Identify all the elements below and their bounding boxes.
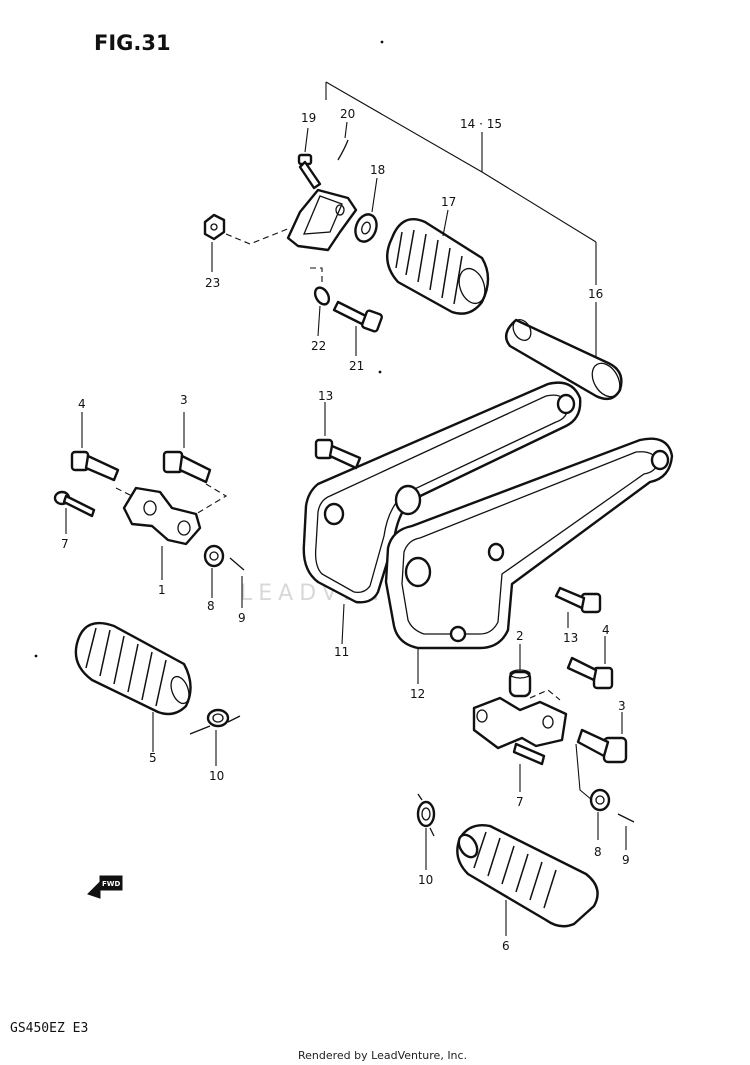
callout-labels: 19 20 14 · 15 18 17 23 16 22 21 4 3 13 7… <box>61 107 630 953</box>
nut-23 <box>203 213 291 272</box>
callout-23: 23 <box>205 276 220 290</box>
callout-1: 1 <box>158 583 166 597</box>
bushing-2 <box>508 644 532 698</box>
callout-19: 19 <box>301 111 316 125</box>
callout-20: 20 <box>340 107 355 121</box>
cotter-pin-9-right <box>617 813 635 850</box>
callout-13-upper: 13 <box>318 389 333 403</box>
figure-title: FIG.31 <box>94 31 171 55</box>
speck <box>378 370 382 374</box>
bolt-4-left <box>70 412 120 482</box>
footpeg-rubber-5 <box>74 621 192 752</box>
fwd-label: FWD <box>102 880 121 888</box>
bolt-13-upper <box>314 402 362 470</box>
callout-2: 2 <box>516 629 524 643</box>
render-credit: Rendered by LeadVenture, Inc. <box>298 1049 467 1062</box>
bolt-21 <box>332 300 383 356</box>
callout-14-15: 14 · 15 <box>460 117 502 131</box>
cotter-pin-9-left <box>229 557 245 608</box>
callout-7-left: 7 <box>61 537 69 551</box>
footpeg-bracket-1 <box>115 486 202 580</box>
callout-12: 12 <box>410 687 425 701</box>
callout-22: 22 <box>311 339 326 353</box>
callout-10-left: 10 <box>209 769 224 783</box>
pin-7-left <box>53 490 96 534</box>
spring-10-right <box>416 793 436 870</box>
callout-8-right: 8 <box>594 845 602 859</box>
spring-10-left <box>189 708 241 766</box>
washer-8-right <box>575 743 611 840</box>
callout-13-lower: 13 <box>563 631 578 645</box>
cotter-pin-20 <box>337 121 349 161</box>
callout-3-right: 3 <box>618 699 626 713</box>
callout-9-right: 9 <box>622 853 630 867</box>
callout-10-right: 10 <box>418 873 433 887</box>
callout-16: 16 <box>588 287 603 301</box>
callout-4-left: 4 <box>78 397 86 411</box>
footpeg-rubber-6 <box>456 824 599 936</box>
callout-21: 21 <box>349 359 364 373</box>
callout-7-right: 7 <box>516 795 524 809</box>
callout-4-right: 4 <box>602 623 610 637</box>
washer-18 <box>354 177 378 243</box>
callout-17: 17 <box>441 195 456 209</box>
model-code: GS450EZ E3 <box>10 1021 88 1036</box>
group-bracket-line <box>325 81 597 285</box>
pin-7-right <box>512 742 546 792</box>
callout-5: 5 <box>149 751 157 765</box>
fwd-arrow-icon: FWD <box>87 875 123 899</box>
bolt-13-lower <box>554 586 602 628</box>
footrest-clevis <box>286 188 358 252</box>
bolt-3-right <box>576 712 628 764</box>
speck <box>34 654 38 658</box>
footpeg-bracket-right <box>472 689 568 750</box>
clevis-pin-16 <box>504 302 623 401</box>
callout-18: 18 <box>370 163 385 177</box>
bracket-12 <box>384 437 674 684</box>
speck <box>380 40 384 44</box>
washer-8-left <box>203 544 225 598</box>
callout-8-left: 8 <box>207 599 215 613</box>
footpeg-rubber-17 <box>386 209 490 315</box>
callout-11: 11 <box>334 645 349 659</box>
callout-6: 6 <box>502 939 510 953</box>
bolt-4-right <box>566 636 614 690</box>
callout-3-left: 3 <box>180 393 188 407</box>
bolt-3-left <box>162 412 228 515</box>
lock-washer-22 <box>310 267 331 337</box>
callout-9-left: 9 <box>238 611 246 625</box>
bolt-19 <box>297 127 322 190</box>
